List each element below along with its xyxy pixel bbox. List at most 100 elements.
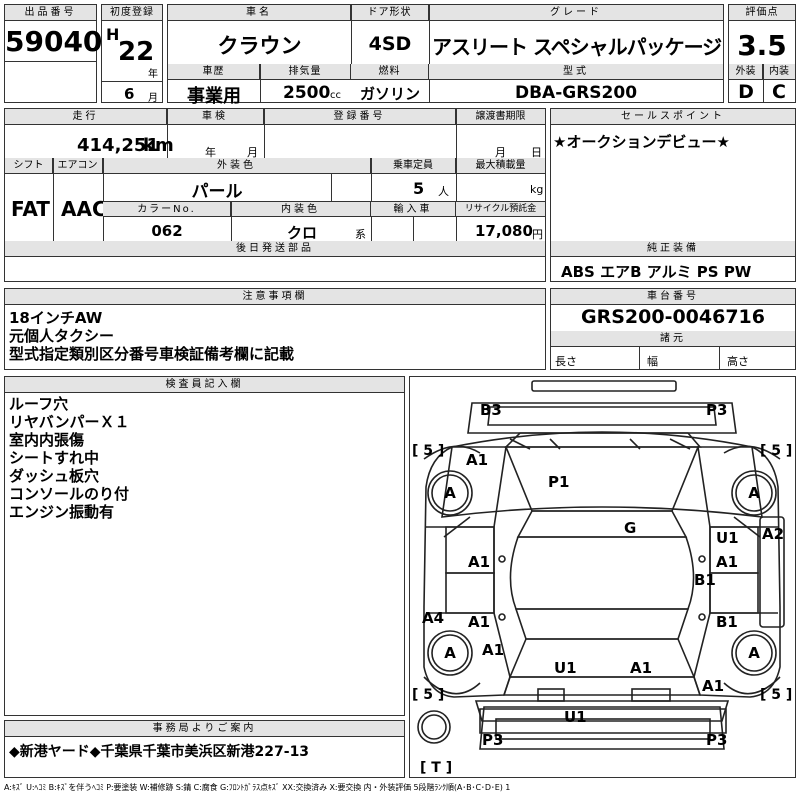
regno-label: 登録番号 [264, 109, 456, 125]
later-parts-label: 後日発送部品 [5, 241, 545, 257]
inspection-year-unit: 年 [205, 146, 216, 159]
chassis-label: 車台番号 [551, 289, 795, 305]
ac-label: エアコン [53, 158, 103, 174]
mark-label: U1 [554, 659, 577, 677]
fuel-label: 燃料 [351, 64, 429, 80]
capacity-unit: 人 [438, 185, 449, 198]
mark-label: A1 [466, 451, 488, 469]
mileage-unit: km [143, 135, 174, 156]
inspector-line: リヤバンパーＸ１ [9, 413, 130, 431]
lot-number-label: 出品番号 [5, 5, 96, 21]
tire-mark: A [444, 644, 456, 662]
transfer-day-unit: 日 [531, 146, 542, 159]
ac-value: AAC [61, 197, 107, 221]
car-diagram: B3 P3 A1 P1 G U1 A2 A1 A1 B1 A4 A1 B1 A1… [412, 380, 792, 776]
ext-grade-value: D [738, 81, 754, 103]
office-label: 事務局よりご案内 [5, 721, 404, 737]
vehicle-info-box: 車名 ドア形状 グレード クラウン 4SD アスリート スペシャルパッケージ 車… [167, 4, 724, 107]
caution-label: 注意事項欄 [5, 289, 545, 305]
office-box: 事務局よりご案内 ◆新港ヤード◆千葉県千葉市美浜区新港227-13 [4, 720, 405, 778]
inspection-label: 車検 [167, 109, 264, 125]
inspector-box: 検査員記入欄 ルーフ穴 リヤバンパーＸ１ 室内内張傷 シートすれ中 ダッシュ板穴… [4, 376, 405, 716]
history-value: 事業用 [187, 86, 241, 107]
grade-label: グレード [429, 5, 723, 21]
inspector-label: 検査員記入欄 [5, 377, 404, 393]
grade-value: アスリート スペシャルパッケージ [432, 35, 722, 59]
transfer-month-unit: 月 [495, 146, 506, 159]
inspector-line: シートすれ中 [9, 449, 100, 467]
tire-mark: A [748, 484, 760, 502]
mark-label: A1 [702, 677, 724, 695]
tire-bracket: [ 5 ] [412, 687, 444, 703]
lot-number-box: 出品番号 59040 [4, 4, 103, 103]
mark-label: U1 [716, 529, 739, 547]
colorno-label: カラーNo. [103, 201, 231, 217]
era-value: H [106, 25, 120, 44]
recycle-unit: 円 [532, 228, 543, 241]
color-label: 外装色 [103, 158, 371, 174]
mark-label: P3 [706, 401, 727, 419]
damage-diagram-box: B3 P3 A1 P1 G U1 A2 A1 A1 B1 A4 A1 B1 A1… [409, 376, 796, 778]
door-label: ドア形状 [351, 5, 429, 21]
interior-value: クロ [287, 224, 318, 242]
colorno-value: 062 [151, 222, 183, 240]
detail-box: 走行 車検 登録番号 譲渡書期限 414,251 km 年 月 月 日 シフト … [4, 108, 546, 282]
mark-label: B1 [694, 571, 716, 589]
mark-label: A1 [630, 659, 652, 677]
sales-point-value: ★オークションデビュー★ [553, 133, 730, 151]
recycle-label: リサイクル預託金 [456, 201, 545, 217]
color-value: パール [191, 182, 243, 202]
mileage-label: 走行 [5, 109, 167, 125]
lot-number-value: 59040 [5, 25, 103, 58]
displacement-unit: cc [330, 90, 341, 101]
year-unit: 年 [148, 69, 158, 80]
int-grade-value: C [772, 81, 786, 103]
first-registration-label: 初度登録 [102, 5, 162, 21]
height-label: 高さ [727, 355, 749, 368]
spare-tire-label: [ T ] [420, 760, 452, 776]
caution-lines: 18インチAW 元個人タクシー 型式指定類別区分番号車検証備考欄に記載 [9, 309, 294, 363]
tire-mark: A [748, 644, 760, 662]
inspector-line: 室内内張傷 [9, 431, 85, 449]
tire-bracket: [ 5 ] [412, 443, 444, 459]
mark-label: G [624, 519, 636, 537]
mark-label: A4 [422, 609, 444, 627]
load-unit: kg [530, 183, 544, 196]
door-value: 4SD [368, 33, 412, 55]
mark-label: P1 [548, 473, 569, 491]
sales-point-box: セールスポイント ★オークションデビュー★ 純正装備 ABS エアB アルミ P… [550, 108, 796, 282]
tire-bracket: [ 5 ] [760, 443, 792, 459]
capacity-label: 乗車定員 [371, 158, 456, 174]
score-label: 評価点 [729, 5, 795, 21]
mark-label: P3 [706, 731, 727, 749]
capacity-value: 5 [413, 179, 425, 198]
equipment-value: ABS エアB アルミ PS PW [561, 263, 752, 281]
inspector-line: ダッシュ板穴 [9, 467, 100, 485]
month-value: 6 [124, 85, 135, 103]
displacement-label: 排気量 [260, 64, 351, 80]
inspector-line: ルーフ穴 [9, 395, 69, 413]
inspector-line: エンジン振動有 [9, 503, 115, 521]
caution-line: 元個人タクシー [9, 327, 115, 345]
score-value: 3.5 [737, 29, 787, 62]
shift-label: シフト [5, 158, 53, 174]
caution-box: 注意事項欄 18インチAW 元個人タクシー 型式指定類別区分番号車検証備考欄に記… [4, 288, 546, 370]
car-name-label: 車名 [168, 5, 351, 21]
recycle-value: 17,080 [475, 222, 533, 240]
tire-bracket: [ 5 ] [760, 687, 792, 703]
interior-unit: 系 [355, 228, 366, 241]
month-unit: 月 [148, 93, 158, 104]
registration-box: 初度登録 H 22 年 6 月 [101, 4, 163, 104]
car-outline [417, 380, 785, 750]
damage-marks: B3 P3 A1 P1 G U1 A2 A1 A1 B1 A4 A1 B1 A1… [422, 401, 784, 749]
chassis-box: 車台番号 GRS200-0046716 諸元 長さ 幅 高さ [550, 288, 796, 370]
mark-label: B1 [716, 613, 738, 631]
mark-label: B3 [480, 401, 502, 419]
history-label: 車歴 [168, 64, 260, 80]
import-label: 輸入車 [371, 201, 456, 217]
mileage-value: 414,251 [77, 135, 159, 156]
mark-label: P3 [482, 731, 503, 749]
mark-label: A1 [482, 641, 504, 659]
chassis-value: GRS200-0046716 [581, 306, 765, 328]
equipment-label: 純正装備 [551, 241, 795, 257]
